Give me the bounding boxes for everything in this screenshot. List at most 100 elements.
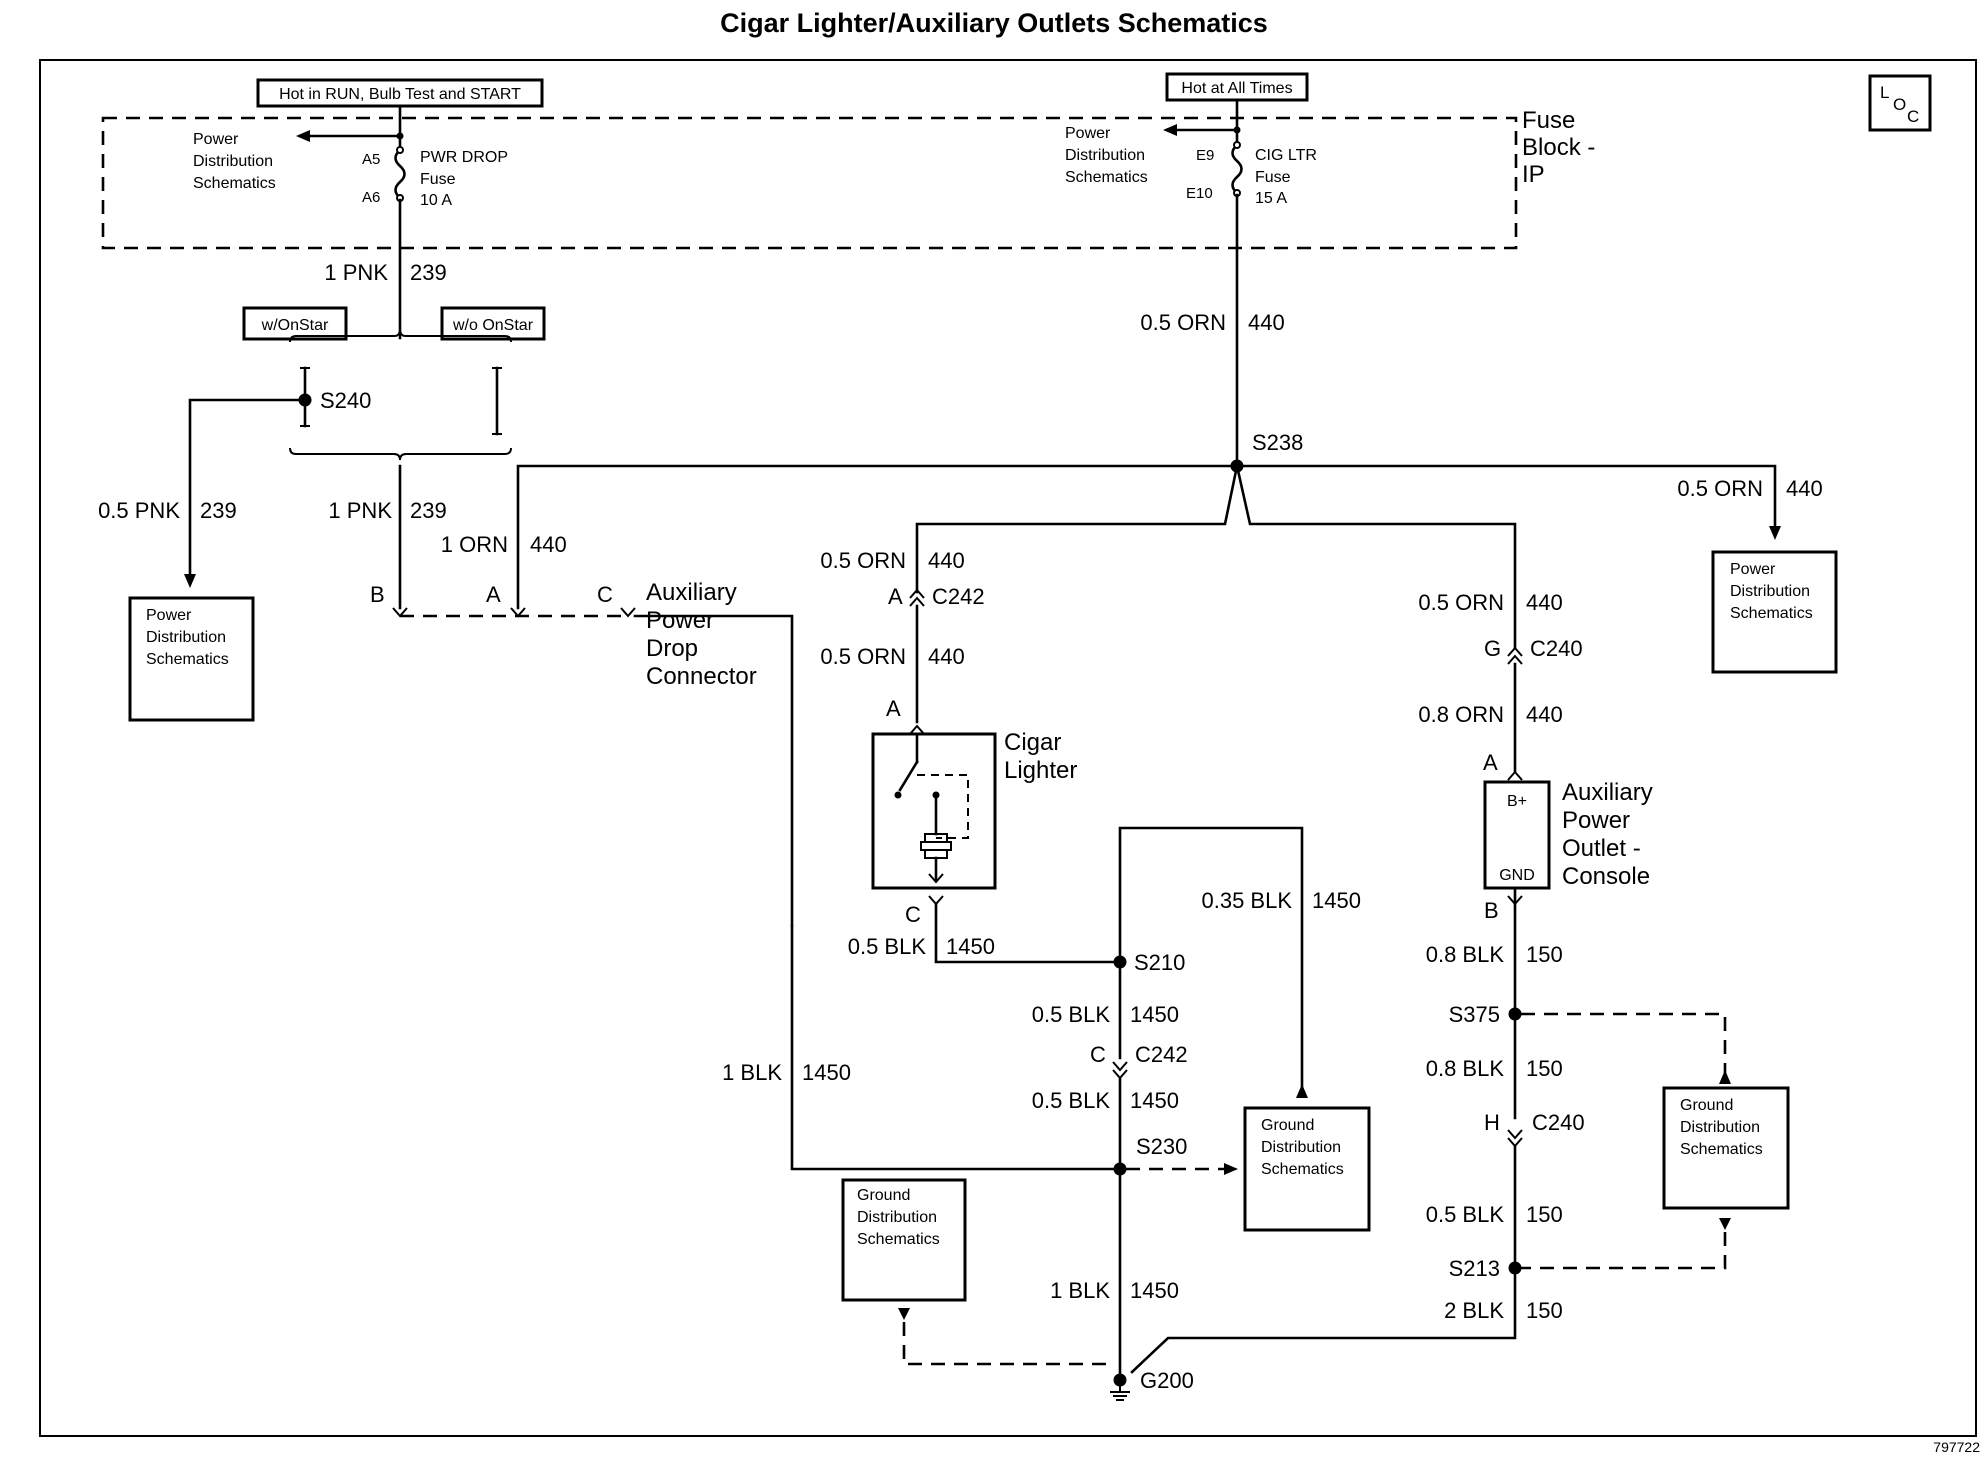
- ground-dist-left-l1: Ground: [857, 1187, 910, 1204]
- wire-1pnk-lower-circuit: 239: [410, 498, 447, 523]
- aux-drop-label-l2: Power: [646, 607, 714, 634]
- pin-c-drop: C: [597, 582, 613, 607]
- wire-2blk-gauge: 2 BLK: [1444, 1298, 1504, 1323]
- connector-c240-label-bottom: C240: [1532, 1110, 1585, 1135]
- pin-a-outlet-mark: [1507, 770, 1523, 781]
- fuse-block-outline: [101, 116, 1518, 250]
- ground-dist-box-right: [1662, 1086, 1790, 1210]
- wire-035blk-gauge: 0.35 BLK: [1201, 888, 1292, 913]
- cig-ltr-fuse-word: Fuse: [1255, 169, 1291, 186]
- wire-1pnk-gauge: 1 PNK: [324, 260, 388, 285]
- wire-05blk-150-circuit: 150: [1526, 1202, 1563, 1227]
- wire-1blk-1450: [790, 924, 1122, 1171]
- connector-c242-c: [1112, 1061, 1128, 1080]
- wire-05orn-to-cigar: [915, 464, 1239, 594]
- aux-outlet-gnd: GND: [1499, 867, 1535, 884]
- aux-drop-label: Auxiliary: [646, 579, 737, 606]
- ground-dist-center-l2: Distribution: [1261, 1139, 1341, 1156]
- wire-08orn-gauge: 0.8 ORN: [1418, 702, 1504, 727]
- fuse-block-label: Fuse: [1522, 107, 1575, 134]
- pin-c-cigar: C: [905, 902, 921, 927]
- aux-outlet-label-l2: Power: [1562, 807, 1630, 834]
- fuse-block-label-2: Block -: [1522, 134, 1595, 161]
- power-dist-box-right: [1711, 550, 1838, 674]
- pin-a6: A6: [362, 189, 380, 206]
- wire-1blk-left-gauge: 1 BLK: [722, 1060, 782, 1085]
- hot-run-label: Hot in RUN, Bulb Test and START: [279, 86, 521, 103]
- wire-08orn-circuit: 440: [1526, 702, 1563, 727]
- power-dist-box-left-l3: Schematics: [146, 651, 229, 668]
- aux-drop-label-l3: Drop: [646, 635, 698, 662]
- wire-cig-blk-gauge: 0.5 BLK: [848, 934, 927, 959]
- cigar-lighter-label: Cigar: [1004, 729, 1061, 756]
- pwr-drop-fuse-name: PWR DROP: [420, 149, 508, 166]
- pin-a-cigar-mark: [909, 724, 925, 735]
- wire-blk-center-gauge-1: 0.5 BLK: [1032, 1002, 1111, 1027]
- wire-05orn-to-outlet: [1235, 464, 1517, 650]
- pin-a-c242: A: [888, 584, 903, 609]
- wire-035blk-circuit: 1450: [1312, 888, 1361, 913]
- wire-outlet-circuit-1: 440: [1526, 590, 1563, 615]
- aux-outlet-body: [1483, 780, 1551, 890]
- svg-text:L: L: [1880, 83, 1889, 102]
- wire-arrow-5: [898, 1308, 910, 1320]
- splice-s213-label: S213: [1449, 1256, 1500, 1281]
- pwr-drop-fuse: [296, 104, 406, 340]
- with-onstar-label: w/OnStar: [261, 317, 329, 334]
- diagram-id: 797722: [1933, 1439, 1980, 1455]
- connector-c240-g: [1507, 646, 1523, 665]
- wire-05orn-to-power-dist: [1235, 464, 1777, 532]
- pin-a-cigar: A: [886, 696, 901, 721]
- dashed-s375-ground: [1521, 1012, 1727, 1074]
- connector-c240-label-top: C240: [1530, 636, 1583, 661]
- ground-dist-right-l2: Distribution: [1680, 1119, 1760, 1136]
- wire-05pnk-239: [188, 398, 307, 580]
- ground-dist-center-l3: Schematics: [1261, 1161, 1344, 1178]
- cig-ltr-fuse-name: CIG LTR: [1255, 147, 1317, 164]
- aux-drop-connector-pins: [392, 607, 636, 618]
- wire-05orn-right-circuit: 440: [1786, 476, 1823, 501]
- connector-c242-a: [909, 588, 925, 607]
- aux-outlet-label: Auxiliary: [1562, 779, 1653, 806]
- wire-1orn-440: [516, 464, 1239, 610]
- pin-a-outlet: A: [1483, 750, 1498, 775]
- pin-c-c242: C: [1090, 1042, 1106, 1067]
- pwr-drop-fuse-rating: 10 A: [420, 192, 452, 209]
- splice-s240-label: S240: [320, 388, 371, 413]
- with-onstar-box: [242, 306, 348, 341]
- cigar-lighter-label-l2: Lighter: [1004, 757, 1077, 784]
- diagram-frame: [39, 59, 1977, 1437]
- pwr-dist-ref-1-l2: Distribution: [193, 153, 273, 170]
- wire-arrow-4: [1224, 1163, 1238, 1175]
- pwr-dist-ref-2: Power: [1065, 125, 1111, 142]
- splice-s238-label: S238: [1252, 430, 1303, 455]
- pin-b-outlet: B: [1484, 898, 1499, 923]
- fuse-block-label-3: IP: [1522, 161, 1545, 188]
- aux-drop-label-l4: Connector: [646, 663, 757, 690]
- pwr-dist-ref-1: Power: [193, 131, 239, 148]
- wire-05orn-right-gauge: 0.5 ORN: [1677, 476, 1763, 501]
- loc-icon: L O C: [1868, 74, 1932, 132]
- wire-1orn-gauge: 1 ORN: [441, 532, 508, 557]
- wire-blk-center-circuit-2: 1450: [1130, 1088, 1179, 1113]
- pwr-dist-ref-1-l3: Schematics: [193, 175, 276, 192]
- wire-2blk-150: [1130, 1266, 1517, 1374]
- ground-dist-left-l2: Distribution: [857, 1209, 937, 1226]
- without-onstar-label: w/o OnStar: [452, 317, 534, 334]
- wire-05pnk-gauge: 0.5 PNK: [98, 498, 180, 523]
- wire-1pnk-circuit: 239: [410, 260, 447, 285]
- wire-1pnk-lower-gauge: 1 PNK: [328, 498, 392, 523]
- pin-a5: A5: [362, 151, 380, 168]
- wire-blk-center-gauge-2: 0.5 BLK: [1032, 1088, 1111, 1113]
- splice-s230-label: S230: [1136, 1134, 1187, 1159]
- wire-outlet-gauge-1: 0.5 ORN: [1418, 590, 1504, 615]
- svg-text:O: O: [1893, 95, 1906, 114]
- power-dist-box-right-l2: Distribution: [1730, 583, 1810, 600]
- cig-ltr-fuse: [1163, 98, 1243, 468]
- pin-a-drop: A: [486, 582, 501, 607]
- power-dist-box-right-l3: Schematics: [1730, 605, 1813, 622]
- wire-08blk-circuit-2: 150: [1526, 1056, 1563, 1081]
- wire-arrow-7: [1719, 1218, 1731, 1230]
- dashed-left-ground: [902, 1322, 1110, 1366]
